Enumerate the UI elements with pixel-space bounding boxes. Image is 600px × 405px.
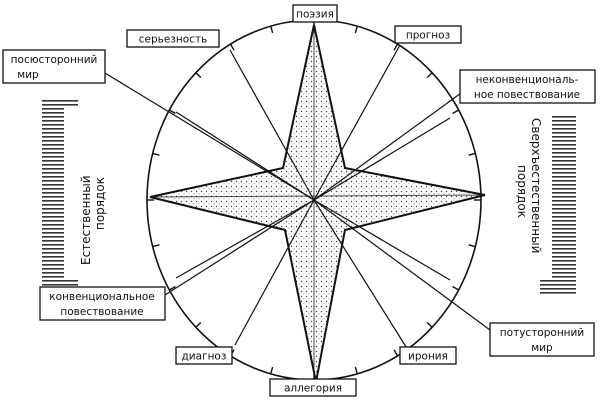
label-prognosis: прогноз [394,25,462,44]
tick-mark [270,366,274,375]
svg-text:посюсторонний: посюсторонний [11,54,98,66]
tick-mark [195,72,202,79]
label-seriousness: серьезность [126,29,220,48]
svg-text:прогноз: прогноз [406,30,450,42]
svg-text:повествование: повествование [60,306,143,318]
svg-text:аллегория: аллегория [284,383,342,395]
tick-mark [169,285,176,291]
tick-mark [229,43,235,51]
tick-mark [393,349,399,357]
tick-mark [354,25,358,34]
star-inner-lines [149,25,486,382]
svg-text:серьезность: серьезность [139,34,208,46]
svg-text:неконвенциональ-: неконвенциональ- [476,74,579,86]
svg-text:Сверхъестественный: Сверхъестественный [529,118,543,253]
tick-mark [393,43,399,51]
label-diagnosis: диагноз [175,346,233,365]
label-natural-order: Естественный порядок [64,108,108,278]
tick-mark [195,321,202,328]
label-allegory: аллегория [269,378,357,397]
tick-mark [270,25,274,34]
tick-mark [468,152,476,156]
svg-text:порядок: порядок [93,177,107,230]
tick-mark [426,72,433,79]
tick-mark [468,244,476,248]
svg-text:конвенциональное: конвенциональное [49,291,155,303]
tick-mark [169,109,176,115]
label-beyond-world: потусторонний мир [489,322,595,357]
tick-mark [452,109,459,115]
svg-text:ное повествование: ное повествование [474,89,580,101]
tick-mark [452,285,459,291]
svg-text:ирония: ирония [408,351,448,363]
tick-mark [354,366,358,375]
svg-text:диагноз: диагноз [182,351,227,363]
svg-text:Естественный: Естественный [79,175,93,265]
svg-text:поэзия: поэзия [296,9,334,21]
svg-text:мир: мир [17,69,39,81]
tick-mark [152,244,160,248]
star-shape [149,24,486,383]
label-irony: ирония [399,346,457,365]
label-poetry: поэзия [292,4,338,23]
tick-mark [426,321,433,328]
label-nonconventional: неконвенциональ- ное повествование [459,69,596,104]
tick-mark [152,152,160,156]
label-supernatural-order: Сверхъестественный порядок [508,108,552,278]
label-conventional: конвенциональное повествование [39,286,166,321]
svg-text:мир: мир [531,342,553,354]
svg-text:потусторонний: потусторонний [500,327,584,339]
label-this-world: посюсторонний мир [2,49,106,84]
svg-text:порядок: порядок [515,165,529,218]
